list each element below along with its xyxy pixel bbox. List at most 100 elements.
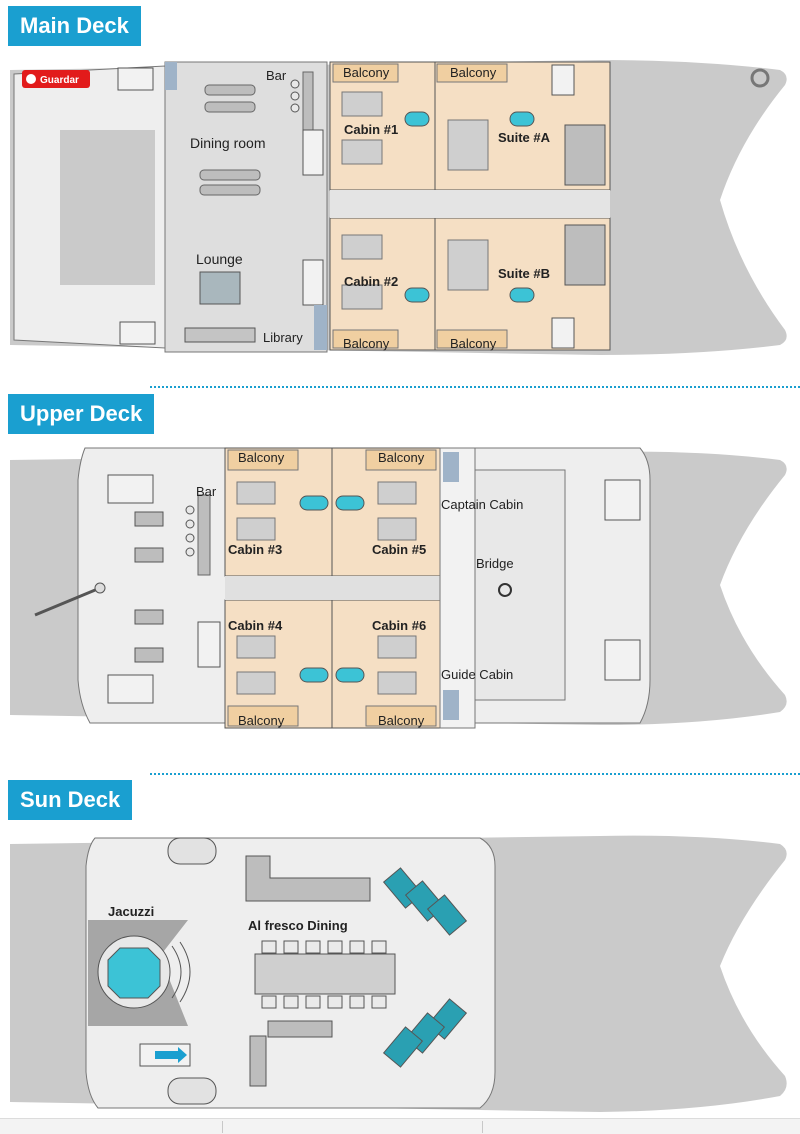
balcony-label: Balcony [450,336,497,351]
bed [447,239,489,291]
jacuzzi-step [171,945,182,999]
bed [236,517,276,541]
balcony-label: Balcony [343,336,390,351]
bed [377,635,417,659]
stairs [551,64,575,96]
strip-divider [222,1121,223,1133]
bridge-label: Bridge [476,556,514,571]
balcony-area [436,63,508,83]
arrow-right-icon [155,1047,187,1063]
bar-stool [185,547,195,557]
bathtub [404,111,430,127]
hatch [167,1077,217,1105]
balcony-label: Balcony [343,65,390,80]
lounge-table [199,271,241,305]
guardar-icon [26,74,36,84]
hatch [167,837,217,865]
stairs [551,317,575,349]
bed [377,517,417,541]
corridor [330,190,610,218]
table [134,609,164,625]
guardar-label[interactable]: Guardar [40,75,79,86]
bar-stool [290,79,300,89]
balcony-area [227,705,299,727]
bed [377,671,417,695]
suiteB-label: Suite #B [498,266,550,281]
stairs [107,674,154,704]
table [134,647,164,663]
table [134,547,164,563]
balcony-area [332,63,399,83]
bed [341,234,383,260]
bar-stool [290,103,300,113]
stairs [107,474,154,504]
bridge-area [474,469,566,701]
bed [236,635,276,659]
bar-counter [197,494,211,576]
cabin6-label: Cabin #6 [372,618,426,633]
jacuzzi-step [179,941,191,1003]
guide-cabin-label: Guide Cabin [441,667,513,682]
bar-stool [185,533,195,543]
bathtub [509,111,535,127]
chair [305,940,321,954]
chair [283,995,299,1009]
main-bar-label: Bar [266,68,287,83]
lounge-label: Lounge [196,251,243,267]
balcony-area [365,705,437,727]
dining-table [199,184,261,196]
chair [349,995,365,1009]
bench [267,1020,333,1038]
upper-bar-label: Bar [196,484,217,499]
jacuzzi-pool [107,947,161,999]
bed [341,91,383,117]
bathtub [299,667,329,683]
bed [236,671,276,695]
chair [327,995,343,1009]
cabin2-label: Cabin #2 [344,274,398,289]
balcony-label: Balcony [378,450,425,465]
balcony-area [436,329,508,349]
stairs [117,67,154,91]
bar-stool [185,505,195,515]
dining-table [254,953,396,995]
balcony-area [332,329,399,349]
sofa [564,124,606,186]
chair [327,940,343,954]
table [134,511,164,527]
cabin1-label: Cabin #1 [344,122,398,137]
upper-deck-plan: Bar Cabin #3 Cabin #4 Cabin #5 Cabin #6 … [10,447,787,729]
bed [377,481,417,505]
sun-lounger [382,1026,424,1068]
glass-door [314,305,327,350]
bed [341,284,383,310]
deck-separator [150,386,800,388]
chair [283,940,299,954]
bathtub [335,495,365,511]
crane-arm [34,586,101,617]
life-ring-icon [750,68,770,88]
library-label: Library [263,330,303,345]
sofa [564,224,606,286]
bar-counter [302,71,314,133]
bottom-strip [0,1118,800,1134]
stairs [302,129,324,176]
bench [245,855,371,902]
dining-table [204,84,256,96]
balcony-area [227,449,299,471]
stairs [604,479,641,521]
sun-deck-plan: Jacuzzi Al fresco Dining [10,835,787,1112]
dining-table [199,169,261,181]
chair [349,940,365,954]
guardar-badge[interactable] [22,70,90,88]
cabin4-label: Cabin #4 [228,618,283,633]
bathtub [509,287,535,303]
bathtub [404,287,430,303]
cabin5-label: Cabin #5 [372,542,426,557]
stairs [197,621,221,668]
crew-area [439,447,476,729]
balcony-label: Balcony [378,713,425,728]
main-deck-plan: Guardar Bar Dining room Lounge Library C… [10,60,787,355]
bar-stool [290,91,300,101]
bench [249,1035,267,1087]
